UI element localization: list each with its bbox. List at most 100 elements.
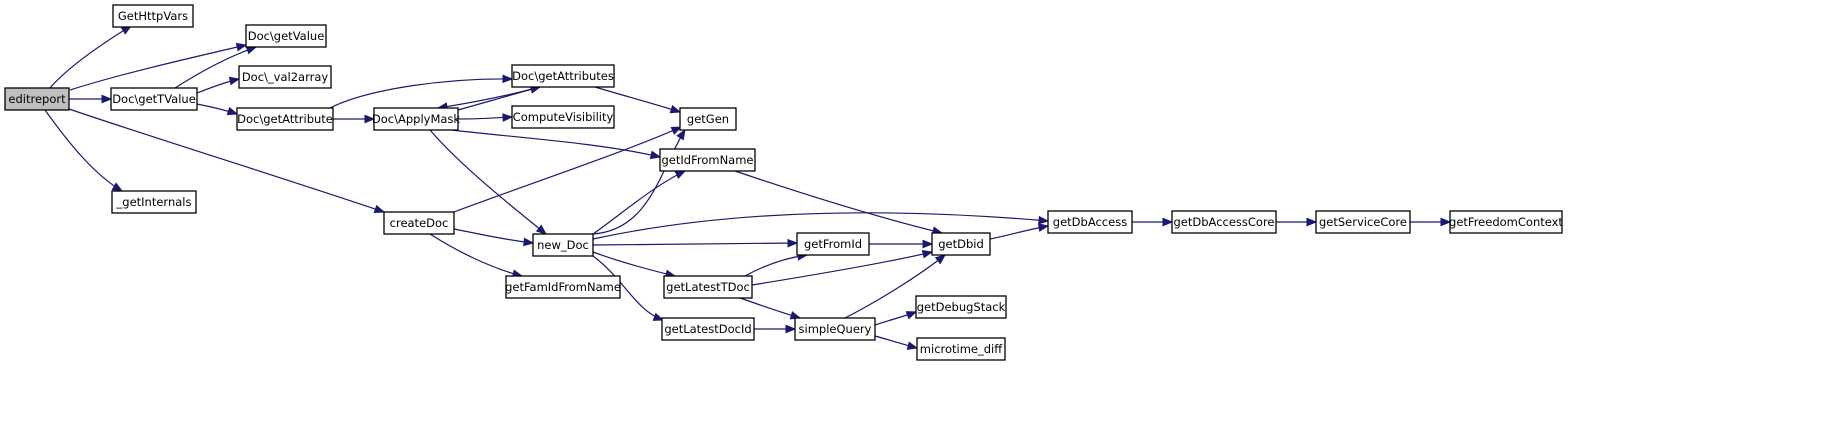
arrowhead bbox=[502, 74, 514, 84]
edge-editreport-to-GetHttpVars bbox=[49, 25, 133, 89]
node-label: getDbAccessCore bbox=[1173, 215, 1274, 229]
edge-line bbox=[429, 233, 523, 277]
edge-line bbox=[453, 126, 682, 213]
arrowhead bbox=[228, 76, 241, 86]
node-label: new_Doc bbox=[537, 238, 589, 252]
edge-line bbox=[437, 86, 541, 109]
edge-createDoc-to-newDoc bbox=[453, 228, 535, 247]
node-getIdFromName[interactable]: getIdFromName bbox=[659, 148, 756, 172]
node-ComputeVisibility[interactable]: ComputeVisibility bbox=[511, 105, 615, 129]
node-box bbox=[532, 233, 594, 257]
node-getFreedomContext[interactable]: getFreedomContext bbox=[1449, 210, 1563, 234]
node-label: getFreedomContext bbox=[1449, 215, 1563, 229]
node-label: getDbid bbox=[938, 237, 984, 251]
edge-line bbox=[329, 78, 513, 109]
node-label: editreport bbox=[8, 92, 66, 106]
node-Docval2array[interactable]: Doc\_val2array bbox=[238, 65, 332, 89]
edge-newDoc-to-getDbAccess bbox=[592, 212, 1050, 240]
node-box bbox=[661, 317, 755, 341]
node-getFamIdFromName[interactable]: getFamIdFromName bbox=[505, 275, 621, 299]
node-label: Doc\getAttributes bbox=[512, 69, 614, 83]
arrowhead bbox=[111, 182, 124, 192]
edge-line bbox=[49, 25, 132, 89]
edge-DocgetAttribute-to-DocApplyMask bbox=[332, 114, 376, 124]
node-label: getIdFromName bbox=[662, 153, 754, 167]
node-label: ComputeVisibility bbox=[513, 110, 614, 124]
node-label: getDebugStack bbox=[917, 300, 1006, 314]
edge-line bbox=[429, 129, 547, 235]
node-box bbox=[4, 87, 70, 111]
arrowhead bbox=[364, 114, 376, 124]
node-getServiceCore[interactable]: getServiceCore bbox=[1315, 210, 1411, 234]
arrowhead bbox=[905, 311, 918, 320]
node-DocgetValue[interactable]: Doc\getValue bbox=[245, 24, 327, 48]
node-box bbox=[1315, 210, 1411, 234]
node-newDoc[interactable]: new_Doc bbox=[532, 233, 594, 257]
edge-simpleQuery-to-getDebugStack bbox=[874, 311, 918, 326]
arrowhead bbox=[674, 170, 687, 179]
node-getDbAccess[interactable]: getDbAccess bbox=[1047, 210, 1133, 234]
node-box bbox=[663, 275, 753, 299]
arrowhead bbox=[523, 237, 535, 247]
arrowhead bbox=[1440, 217, 1452, 227]
edge-line bbox=[592, 242, 798, 246]
nodes-layer: editreport GetHttpVarsDoc\getValueDoc\get… bbox=[4, 4, 1563, 361]
node-getInternals[interactable]: _getInternals bbox=[111, 190, 197, 214]
edge-editreport-to-getInternals bbox=[44, 109, 124, 192]
node-label: getFamIdFromName bbox=[505, 280, 621, 294]
edge-line bbox=[592, 129, 686, 235]
node-getDbid[interactable]: getDbid bbox=[931, 232, 991, 256]
edge-DocgetTValue-to-Docval2array bbox=[196, 76, 241, 94]
edge-line bbox=[69, 44, 247, 91]
node-getLatestDocId[interactable]: getLatestDocId bbox=[661, 317, 755, 341]
edge-newDoc-to-getIdFromName bbox=[592, 170, 687, 235]
arrowhead bbox=[785, 324, 797, 334]
node-box bbox=[679, 107, 737, 131]
edge-createDoc-to-getFamIdFromName bbox=[429, 233, 524, 278]
node-getFromId[interactable]: getFromId bbox=[796, 232, 870, 256]
arrowhead bbox=[502, 113, 514, 122]
arrowhead bbox=[652, 312, 665, 321]
edge-simpleQuery-to-microtimediff bbox=[874, 335, 919, 350]
node-box bbox=[383, 211, 455, 235]
edge-editreport-to-DocgetTValue bbox=[68, 94, 113, 104]
edge-getLatestTDoc-to-getDbid bbox=[751, 249, 934, 286]
edge-line bbox=[44, 109, 123, 192]
node-box bbox=[236, 107, 334, 131]
node-box bbox=[931, 232, 991, 256]
node-simpleQuery[interactable]: simpleQuery bbox=[794, 317, 876, 341]
edge-line bbox=[451, 129, 661, 158]
arrowhead bbox=[922, 239, 934, 249]
node-GetHttpVars[interactable]: GetHttpVars bbox=[112, 4, 194, 28]
node-box bbox=[796, 232, 870, 256]
node-box bbox=[111, 190, 197, 214]
node-getGen[interactable]: getGen bbox=[679, 107, 737, 131]
edge-line bbox=[592, 251, 676, 277]
node-box bbox=[1449, 210, 1563, 234]
node-createDoc[interactable]: createDoc bbox=[383, 211, 455, 235]
edge-getFromId-to-getDbid bbox=[869, 239, 934, 249]
node-DocgetTValue[interactable]: Doc\getTValue bbox=[110, 87, 198, 111]
edge-line bbox=[592, 170, 686, 235]
arrowhead bbox=[101, 94, 113, 104]
arrowhead bbox=[1037, 223, 1050, 232]
edge-line bbox=[751, 251, 933, 286]
node-microtimediff[interactable]: microtime_diff bbox=[916, 337, 1006, 361]
node-box bbox=[794, 317, 876, 341]
edge-line bbox=[734, 170, 943, 234]
node-DocApplyMask[interactable]: Doc\ApplyMask bbox=[372, 107, 461, 131]
node-label: Doc\getValue bbox=[248, 29, 325, 43]
edge-getLatestDocId-to-simpleQuery bbox=[754, 324, 797, 334]
node-label: Doc\getTValue bbox=[112, 92, 196, 106]
node-editreport[interactable]: editreport bbox=[4, 87, 70, 111]
edge-getLatestTDoc-to-simpleQuery bbox=[739, 297, 802, 320]
edge-newDoc-to-getLatestDocId bbox=[592, 255, 665, 321]
node-DocgetAttributes[interactable]: Doc\getAttributes bbox=[511, 64, 615, 88]
arrowhead bbox=[373, 204, 386, 214]
edge-getDbAccess-to-getDbAccessCore bbox=[1132, 217, 1174, 227]
node-getDbAccessCore[interactable]: getDbAccessCore bbox=[1171, 210, 1277, 234]
node-DocgetAttribute[interactable]: Doc\getAttribute bbox=[236, 107, 334, 131]
node-getDebugStack[interactable]: getDebugStack bbox=[915, 295, 1007, 319]
node-getLatestTDoc[interactable]: getLatestTDoc bbox=[663, 275, 753, 299]
arrowhead bbox=[787, 238, 799, 248]
